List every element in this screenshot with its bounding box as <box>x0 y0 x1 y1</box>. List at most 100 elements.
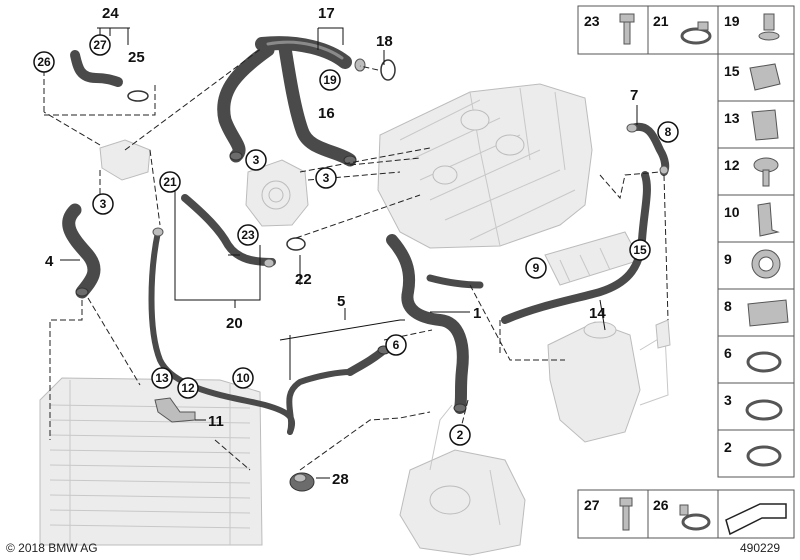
hose-20 <box>181 194 276 266</box>
callout-14: 14 <box>589 305 606 322</box>
callout-21-circle: 21 <box>159 171 181 193</box>
hose-25 <box>70 50 123 87</box>
svg-text:23: 23 <box>241 228 255 242</box>
callout-18: 18 <box>376 33 393 50</box>
circled-callouts: 26 27 19 3 3 3 21 23 <box>33 34 679 446</box>
callout-8-circle: 8 <box>657 121 679 143</box>
panel-cell-26: 26 <box>647 489 719 539</box>
o-ring-25 <box>127 90 149 102</box>
copyright-text: © 2018 BMW AG <box>6 541 98 555</box>
callout-10-circle: 10 <box>232 367 254 389</box>
panel-cell-12: 12 <box>717 147 795 196</box>
coolant-valve-illustration <box>99 139 151 181</box>
panel-cell-19: 19 <box>717 5 795 55</box>
svg-text:27: 27 <box>93 38 107 52</box>
svg-text:6: 6 <box>724 345 732 361</box>
svg-text:21: 21 <box>653 13 669 29</box>
callout-24: 24 <box>102 5 119 22</box>
callout-3-circle-b: 3 <box>315 167 337 189</box>
svg-text:3: 3 <box>323 171 330 185</box>
diagram-number: 490229 <box>740 541 780 555</box>
radiator-illustration <box>39 377 263 546</box>
o-ring-18 <box>380 59 396 81</box>
callout-2-circle: 2 <box>449 424 471 446</box>
o-ring-22 <box>286 237 306 251</box>
callout-12-circle: 12 <box>177 377 199 399</box>
callout-28: 28 <box>332 471 349 488</box>
callout-7: 7 <box>630 87 638 104</box>
arrow-icon <box>725 503 787 536</box>
hose-4 <box>62 203 101 299</box>
svg-text:2: 2 <box>457 428 464 442</box>
clamp-parts <box>75 58 669 413</box>
callout-6-circle: 6 <box>385 334 407 356</box>
svg-text:12: 12 <box>181 381 195 395</box>
callout-23-circle: 23 <box>237 224 259 246</box>
svg-text:8: 8 <box>724 298 732 314</box>
svg-text:13: 13 <box>724 110 740 126</box>
svg-text:3: 3 <box>100 197 107 211</box>
hose-14 <box>426 171 651 324</box>
svg-text:19: 19 <box>724 13 740 29</box>
callout-19-circle: 19 <box>319 69 341 91</box>
panel-cell-13: 13 <box>717 100 795 149</box>
svg-text:2: 2 <box>724 439 732 455</box>
callout-17: 17 <box>318 5 335 22</box>
panel-cell-3: 3 <box>717 382 795 431</box>
leader-lines <box>60 27 638 479</box>
thermostat-housing-illustration <box>245 159 309 227</box>
engine-block-illustration <box>377 83 593 249</box>
panel-cell-2: 2 <box>717 429 795 478</box>
callout-5: 5 <box>337 293 345 310</box>
svg-text:8: 8 <box>665 125 672 139</box>
svg-text:3: 3 <box>724 392 732 408</box>
callout-1: 1 <box>473 305 481 322</box>
svg-text:13: 13 <box>155 371 169 385</box>
svg-text:26: 26 <box>37 55 51 69</box>
svg-text:23: 23 <box>584 13 600 29</box>
svg-text:27: 27 <box>584 497 600 513</box>
svg-text:10: 10 <box>236 371 250 385</box>
svg-text:15: 15 <box>633 243 647 257</box>
svg-text:9: 9 <box>533 261 540 275</box>
water-pump-illustration <box>399 404 526 556</box>
svg-text:26: 26 <box>653 497 669 513</box>
callout-15-circle: 15 <box>629 239 651 261</box>
hose-5-6 <box>346 346 388 376</box>
bracket-11 <box>154 397 196 423</box>
callout-11: 11 <box>208 413 224 430</box>
callout-16: 16 <box>318 105 335 122</box>
grommet-28 <box>289 472 315 492</box>
svg-text:10: 10 <box>724 204 740 220</box>
svg-text:21: 21 <box>163 175 177 189</box>
callout-20: 20 <box>226 315 243 332</box>
panel-cell-arrow <box>717 489 795 539</box>
panel-cell-9: 9 <box>717 241 795 290</box>
panel-cell-27: 27 <box>577 489 649 539</box>
svg-text:12: 12 <box>724 157 740 173</box>
svg-text:19: 19 <box>323 73 337 87</box>
hose-1 <box>386 234 469 414</box>
callout-13-circle: 13 <box>151 367 173 389</box>
svg-text:9: 9 <box>724 251 732 267</box>
callout-labels: 24 25 17 18 16 4 7 5 1 14 22 20 11 28 <box>45 5 638 488</box>
dashed-leader-lines <box>43 47 669 471</box>
panel-cell-15: 15 <box>717 53 795 102</box>
panel-cell-8: 8 <box>717 288 795 337</box>
svg-text:3: 3 <box>253 153 260 167</box>
svg-text:15: 15 <box>724 63 740 79</box>
callout-22: 22 <box>295 271 312 288</box>
svg-text:6: 6 <box>393 338 400 352</box>
panel-cell-10: 10 <box>717 194 795 243</box>
panel-cell-21: 21 <box>647 5 719 55</box>
callout-26-circle: 26 <box>33 51 55 73</box>
panel-cell-23: 23 <box>577 5 649 55</box>
callout-4: 4 <box>45 253 54 270</box>
callout-27-circle: 27 <box>89 34 111 56</box>
expansion-tank-illustration <box>547 319 671 443</box>
callout-3-circle-c: 3 <box>92 193 114 215</box>
panel-cell-6: 6 <box>717 335 795 384</box>
callout-9-circle: 9 <box>525 257 547 279</box>
callout-25: 25 <box>128 49 145 66</box>
